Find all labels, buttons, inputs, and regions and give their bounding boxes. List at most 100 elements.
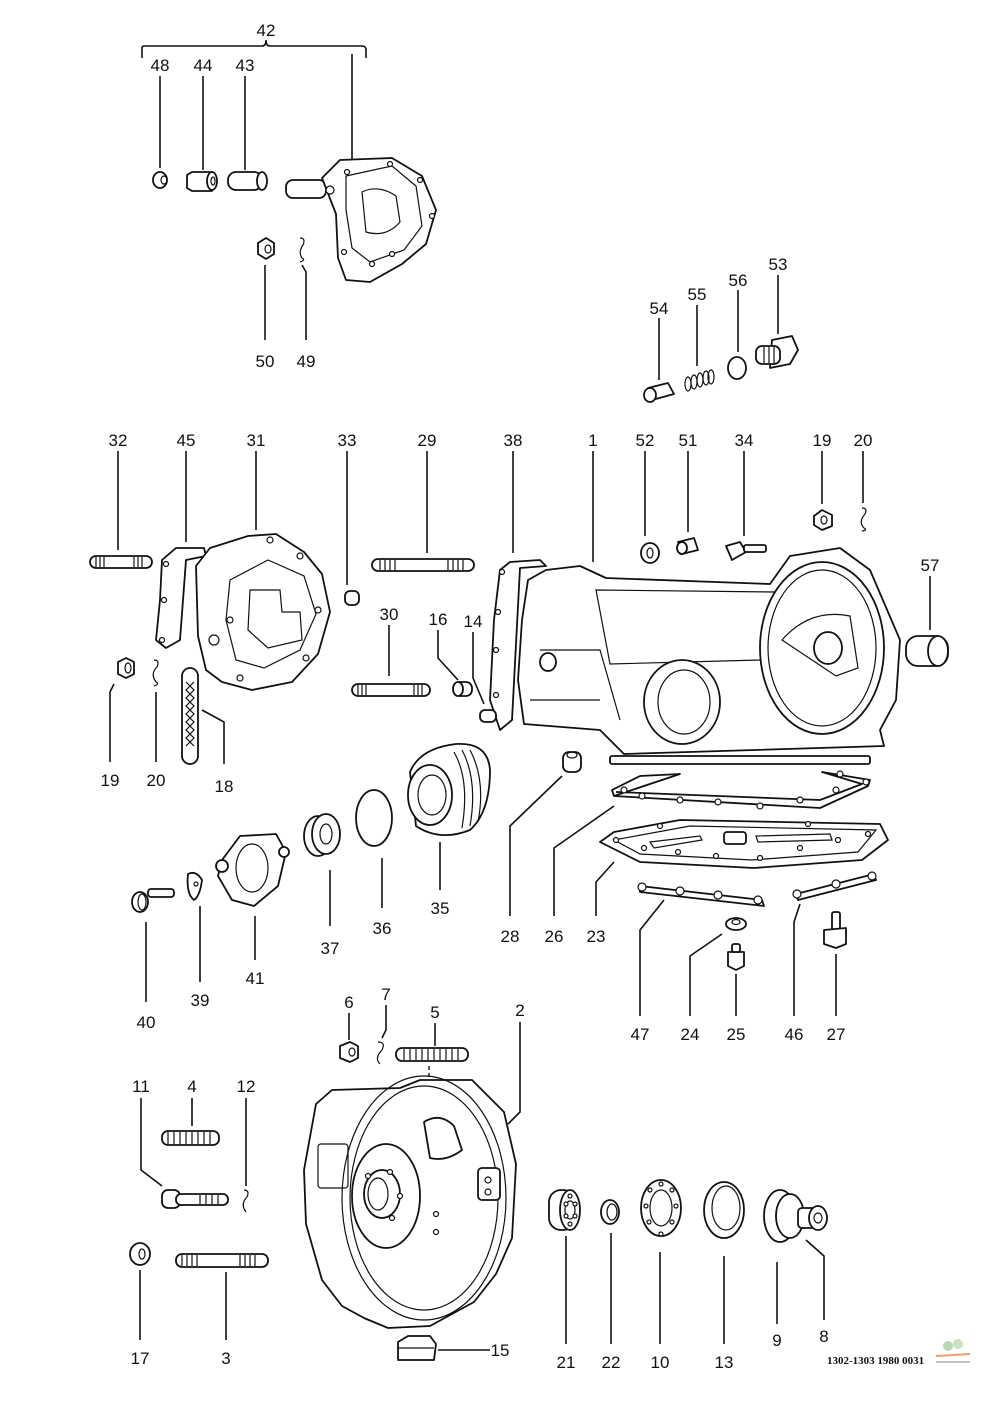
part-12-spring-washer: 12 bbox=[237, 1077, 256, 1213]
part-33-dowel: 33 bbox=[338, 431, 360, 606]
callout-50: 50 bbox=[256, 352, 275, 371]
callout-8: 8 bbox=[819, 1327, 828, 1346]
part-15-rubber-buffer: 15 bbox=[397, 1335, 510, 1361]
part-55-spring: 55 bbox=[684, 285, 715, 392]
part-36-o-ring: 36 bbox=[355, 789, 393, 938]
part-52-seal-ring: 52 bbox=[636, 431, 660, 564]
part-44-flanged-bushing: 44 bbox=[186, 56, 218, 192]
callout-42: 42 bbox=[257, 21, 276, 40]
part-48-bushing: 48 bbox=[151, 56, 170, 189]
callout-44: 44 bbox=[194, 56, 213, 75]
callout-28: 28 bbox=[501, 927, 520, 946]
callout-4: 4 bbox=[187, 1077, 196, 1096]
callout-24: 24 bbox=[681, 1025, 700, 1044]
part-32-stud: 32 bbox=[89, 431, 153, 569]
callout-22: 22 bbox=[602, 1353, 621, 1372]
callout-46: 46 bbox=[785, 1025, 804, 1044]
part-1-transmission-case: 1 bbox=[517, 431, 901, 765]
callout-12: 12 bbox=[237, 1077, 256, 1096]
callout-9: 9 bbox=[772, 1331, 781, 1350]
part-57-bushing: 57 bbox=[905, 556, 949, 667]
part-43-sleeve: 43 bbox=[227, 56, 268, 191]
callout-10: 10 bbox=[651, 1353, 670, 1372]
callout-56: 56 bbox=[729, 271, 748, 290]
part-9-flange bbox=[763, 1189, 817, 1243]
part-6-nut: 6 bbox=[339, 993, 359, 1063]
part-49-spring-washer: 49 bbox=[297, 237, 316, 371]
callout-16: 16 bbox=[429, 610, 448, 629]
part-23-oil-pan: 23 bbox=[587, 819, 889, 946]
callout-45: 45 bbox=[177, 431, 196, 450]
callout-26: 26 bbox=[545, 927, 564, 946]
callout-33: 33 bbox=[338, 431, 357, 450]
callout-7: 7 bbox=[381, 985, 390, 1004]
callout-37: 37 bbox=[321, 939, 340, 958]
callout-47: 47 bbox=[631, 1025, 650, 1044]
callout-17: 17 bbox=[131, 1349, 150, 1368]
callout-34: 34 bbox=[735, 431, 754, 450]
part-45-gasket: 45 bbox=[155, 431, 207, 649]
callout-36: 36 bbox=[373, 919, 392, 938]
part-rear-cover bbox=[285, 54, 437, 283]
part-20-spring-washer-left: 20 bbox=[147, 659, 166, 790]
callout-11: 11 bbox=[132, 1077, 150, 1096]
drawing-code: 1302-1303 1980 0031 bbox=[827, 1355, 925, 1367]
callout-41: 41 bbox=[246, 969, 265, 988]
part-34-bolt: 34 bbox=[725, 431, 767, 561]
part-18-strainer: 18 bbox=[181, 667, 234, 796]
callout-49: 49 bbox=[297, 352, 316, 371]
part-22-circlip: 22 bbox=[600, 1199, 621, 1372]
callout-29: 29 bbox=[418, 431, 437, 450]
part-29-long-stud: 29 bbox=[371, 431, 475, 572]
callout-1: 1 bbox=[588, 431, 597, 450]
part-27-bolt-with-washer: 27 bbox=[823, 911, 847, 1044]
part-38-gasket: 38 bbox=[489, 431, 547, 731]
part-2-converter-housing: 2 bbox=[303, 1001, 525, 1329]
part-20-spring-washer-upper: 20 bbox=[854, 431, 873, 532]
part-19-nut-upper: 19 bbox=[813, 431, 833, 531]
callout-21: 21 bbox=[557, 1353, 576, 1372]
callout-51: 51 bbox=[679, 431, 698, 450]
callout-39: 39 bbox=[191, 991, 210, 1010]
callout-57: 57 bbox=[921, 556, 940, 575]
part-5-stud: 5 bbox=[395, 1003, 469, 1141]
part-37-oil-seal: 37 bbox=[303, 813, 341, 958]
callout-18: 18 bbox=[215, 777, 234, 796]
part-35-splined-hub: 35 bbox=[407, 743, 491, 918]
callout-48: 48 bbox=[151, 56, 170, 75]
callout-13: 13 bbox=[715, 1353, 734, 1372]
callout-2: 2 bbox=[515, 1001, 524, 1020]
callout-14: 14 bbox=[464, 612, 483, 631]
part-39-lock-plate: 39 bbox=[186, 871, 210, 1010]
callout-55: 55 bbox=[688, 285, 707, 304]
part-8-pinion: 8 bbox=[805, 1205, 829, 1346]
part-14-dowel: 14 bbox=[464, 612, 497, 723]
part-11-socket-bolt: 11 bbox=[132, 1077, 229, 1209]
part-9-leader: 9 bbox=[772, 1262, 782, 1350]
group-42-bracket: 42 bbox=[141, 21, 367, 58]
part-3-long-stud: 3 bbox=[175, 1253, 269, 1368]
part-16-threaded-sleeve: 16 bbox=[429, 610, 473, 697]
callout-27: 27 bbox=[827, 1025, 846, 1044]
callout-35: 35 bbox=[431, 899, 450, 918]
callout-5: 5 bbox=[430, 1003, 439, 1022]
part-41-cover-plate: 41 bbox=[215, 833, 290, 988]
part-13-seal: 13 bbox=[703, 1181, 745, 1372]
part-19-nut-left: 19 bbox=[101, 657, 135, 790]
part-10-shim: 10 bbox=[640, 1179, 682, 1372]
part-21-ball-bearing: 21 bbox=[548, 1189, 581, 1372]
callout-3: 3 bbox=[221, 1349, 230, 1368]
part-25-drain-plug: 25 bbox=[727, 943, 745, 1044]
callout-20-left: 20 bbox=[147, 771, 166, 790]
part-28-plug: 28 bbox=[501, 751, 582, 946]
callout-20-upper: 20 bbox=[854, 431, 873, 450]
part-46-reinforcing-strip: 46 bbox=[785, 871, 877, 1044]
callout-54: 54 bbox=[650, 299, 669, 318]
callout-31: 31 bbox=[247, 431, 266, 450]
callout-30: 30 bbox=[380, 605, 399, 624]
callout-15: 15 bbox=[491, 1341, 510, 1360]
part-17-bushing: 17 bbox=[129, 1242, 151, 1368]
part-54-plunger: 54 bbox=[643, 299, 675, 403]
part-4-stud: 4 bbox=[161, 1077, 220, 1146]
